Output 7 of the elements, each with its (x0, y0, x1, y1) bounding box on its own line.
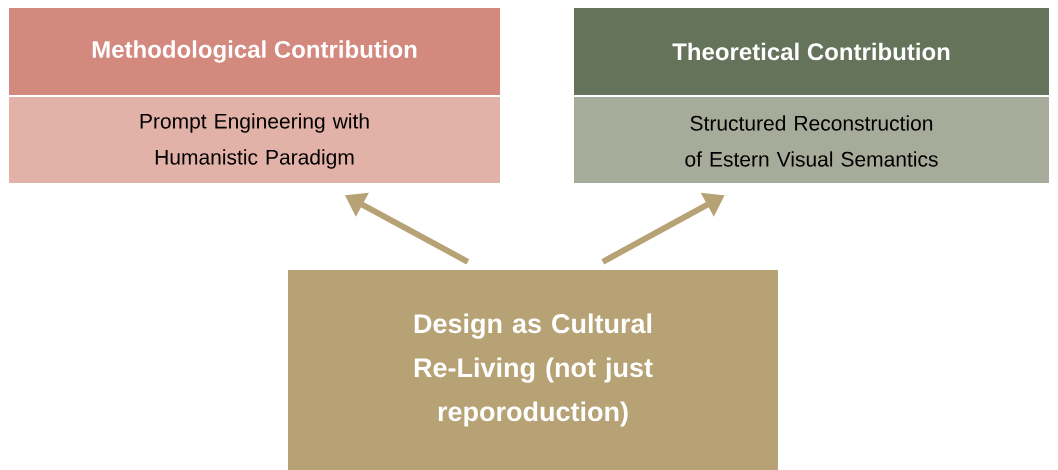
card-text: Prompt Engineering with Humanistic Paradigm (140, 113, 369, 169)
card-text: Structured Reconstruction of Estern Visual Semantics (685, 115, 938, 167)
statement-box: Design as Cultural Re-Living (not just reporoduction) (288, 270, 778, 470)
card-title: Methodological Contribution (92, 40, 417, 63)
card (574, 8, 1049, 183)
card (9, 8, 500, 183)
card-title: Theoretical Contribution (672, 42, 950, 61)
